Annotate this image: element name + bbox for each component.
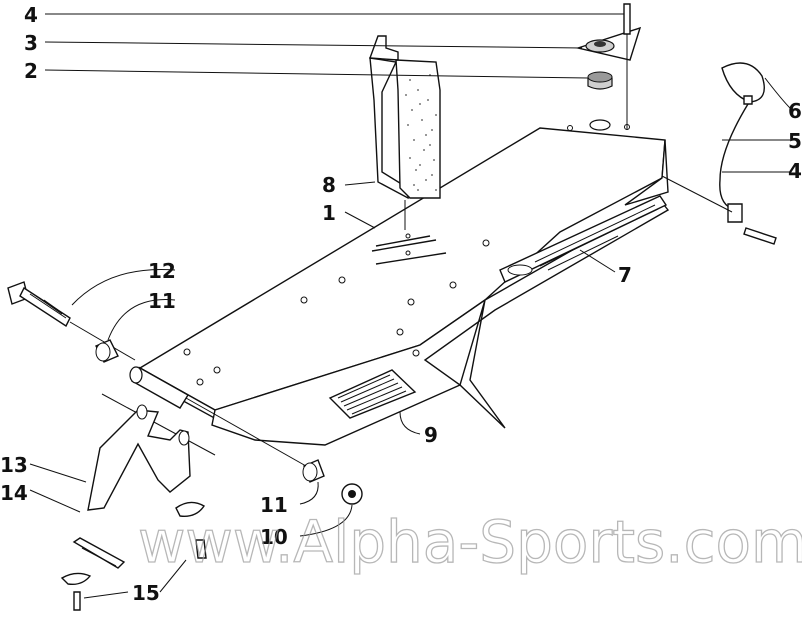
callout-8: 8 — [322, 173, 336, 197]
hinge-bracket — [60, 393, 216, 611]
callout-4-top: 4 — [24, 3, 38, 27]
callout-7: 7 — [618, 263, 632, 287]
bumper-assembly — [575, 3, 642, 130]
callout-5: 5 — [788, 129, 802, 153]
running-board — [129, 119, 670, 446]
callout-11-top: 11 — [148, 289, 176, 313]
foot-pad — [369, 35, 441, 230]
leader-lines — [29, 13, 791, 599]
long-bolt — [7, 281, 136, 361]
callout-3: 3 — [24, 31, 38, 55]
callout-12: 12 — [148, 259, 176, 283]
callout-labels: 4 3 2 6 5 4 8 1 7 12 11 9 13 14 11 10 15 — [0, 3, 802, 605]
callout-14: 14 — [0, 481, 28, 505]
callout-4-right: 4 — [788, 159, 802, 183]
watermark-text: www.Alpha-Sports.com — [138, 508, 802, 576]
callout-1: 1 — [322, 201, 336, 225]
callout-10: 10 — [260, 525, 288, 549]
callout-2: 2 — [24, 59, 38, 83]
callout-11-bottom: 11 — [260, 493, 288, 517]
tether-cord — [661, 62, 777, 245]
callout-6: 6 — [788, 99, 802, 123]
callout-9: 9 — [424, 423, 438, 447]
bushings — [95, 339, 363, 505]
callout-13: 13 — [0, 453, 28, 477]
callout-15: 15 — [132, 581, 160, 605]
